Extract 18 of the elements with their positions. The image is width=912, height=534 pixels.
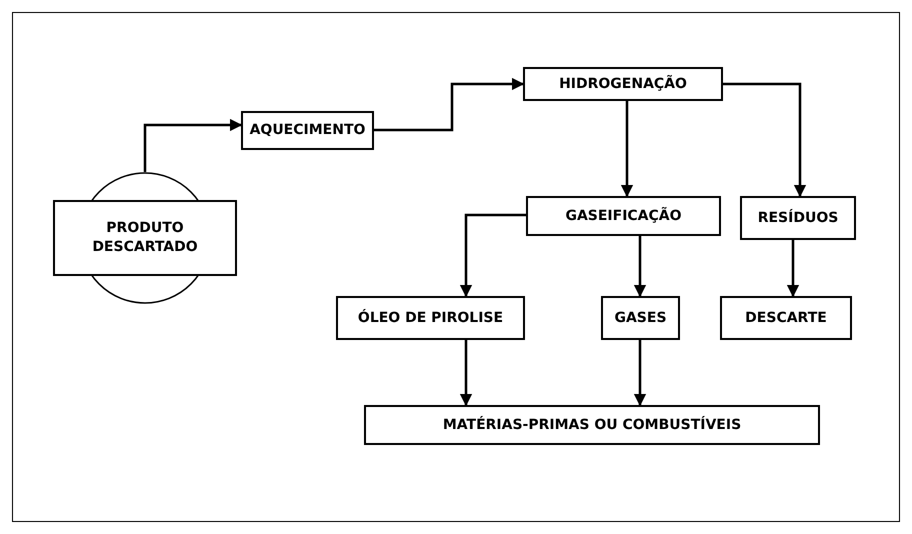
node-label: GASES xyxy=(614,308,667,328)
node-label: RESÍDUOS xyxy=(758,208,838,228)
arrow xyxy=(634,340,646,406)
arrow xyxy=(460,340,472,406)
node-label: MATÉRIAS-PRIMAS OU COMBUSTÍVEIS xyxy=(442,416,742,434)
node-label: AQUECIMENTO xyxy=(250,121,366,140)
arrow xyxy=(620,101,634,198)
node-label: PRODUTO DESCARTADO xyxy=(91,219,199,257)
arrow xyxy=(374,78,524,132)
arrow xyxy=(786,240,800,298)
node-label: DESCARTE xyxy=(745,308,827,328)
node-label: ÓLEO DE PIROLISE xyxy=(358,308,504,328)
node-label: GASEIFICAÇÃO xyxy=(565,206,682,226)
arrow xyxy=(634,236,646,298)
arrow xyxy=(460,214,526,298)
arrow xyxy=(723,82,806,198)
node-label: HIDROGENAÇÃO xyxy=(559,74,687,94)
arrow xyxy=(144,118,242,172)
